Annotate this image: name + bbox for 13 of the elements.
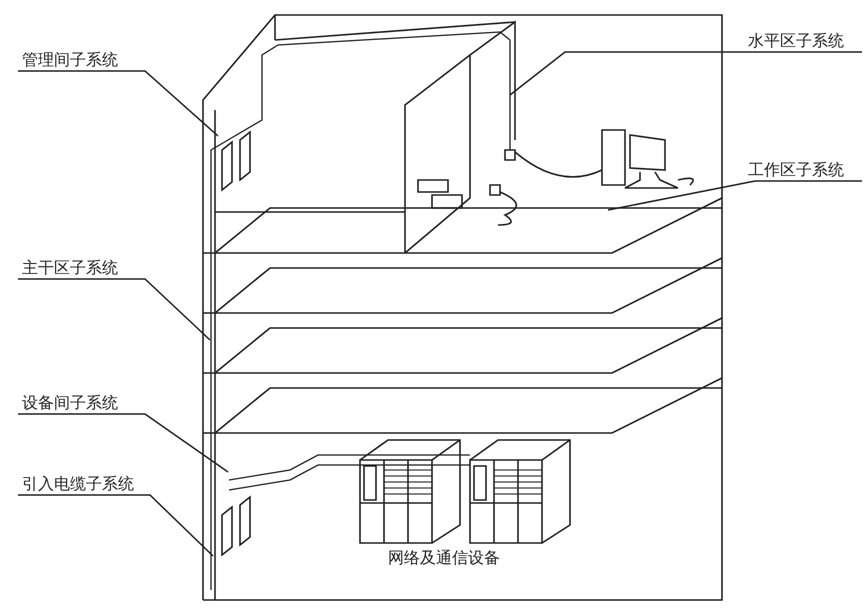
leader-line [608,180,862,211]
leader-line [18,413,228,473]
callout-label: 引入电缆子系统 [22,474,134,494]
leader-line [510,51,862,96]
leader-line [18,70,218,137]
callout-label: 设备间子系统 [22,393,118,413]
callout-label: 主干区子系统 [22,258,118,278]
equipment-caption: 网络及通信设备 [388,548,500,568]
leader-line [18,278,211,341]
callout-label: 工作区子系统 [748,160,844,180]
leader-line [18,494,214,557]
callout-label: 管理间子系统 [22,50,118,70]
callout-label: 水平区子系统 [748,31,844,51]
